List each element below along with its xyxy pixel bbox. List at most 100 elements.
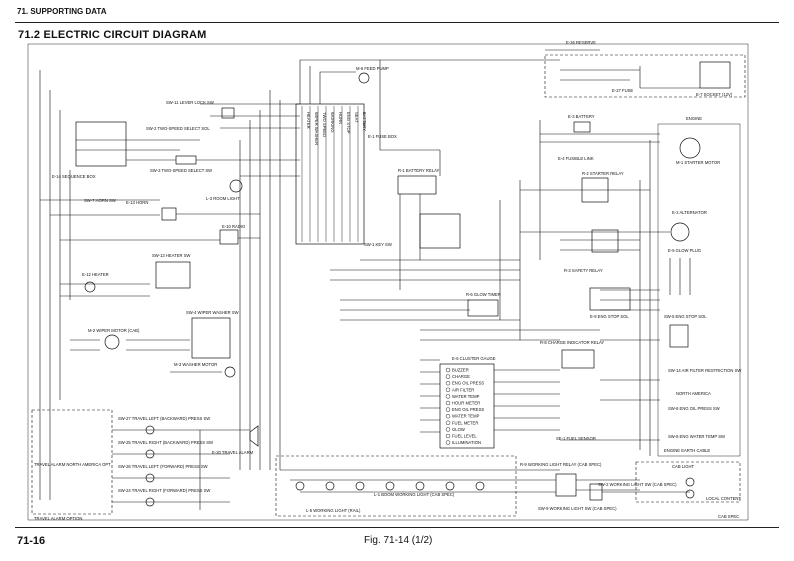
cluster-item-label: ILLUMINATION (452, 440, 481, 445)
alternator-symbol (670, 222, 690, 242)
label-travelna: TRAVEL ALARM NORTH AMERICA OPT (34, 462, 111, 467)
page-number: 71-16 (17, 535, 46, 547)
washer-motor-symbol (224, 366, 236, 378)
starter-motor-symbol (679, 137, 701, 159)
label-radio: E-10 RADIO (222, 224, 246, 229)
key-switch-box (419, 213, 461, 249)
heater-symbol (84, 281, 96, 293)
travel-wiring (112, 429, 250, 510)
fuse-label: SEAT (354, 112, 359, 123)
page-header: 71. SUPPORTING DATA (15, 0, 779, 23)
label-engstopsol: SW-5 ENG STOP SOL (664, 314, 707, 319)
battery-relay-box (397, 175, 437, 195)
cluster-item-label: HOUR METER (452, 401, 480, 406)
fuse-label: TWO SPEED (322, 112, 327, 137)
label-travelrightback: SW-25 TRAVEL RIGHT (BACKWARD) PRESS SW (118, 440, 213, 445)
label-washersw: SW-4 WIPER WASHER SW (186, 310, 239, 315)
glow-timer-box (467, 299, 499, 317)
reserve-box (544, 54, 746, 98)
label-glowtimer: R-6 GLOW TIMER (466, 292, 501, 297)
cluster-lamp (445, 440, 451, 445)
label-socket: E-7 SOCKET (12V) (696, 92, 733, 97)
section-title: 71. SUPPORTING DATA (17, 7, 107, 16)
label-fusebox: E-1 FUSE BOX (368, 134, 397, 139)
label-wipermotor: M-2 WIPER MOTOR (CAB) (88, 328, 140, 333)
label-fusible: E-4 FUSIBLE LINK (558, 156, 594, 161)
cluster-lamp (445, 420, 451, 426)
fuse-label: BATTERY (362, 112, 367, 131)
fuse-box (295, 103, 365, 245)
travel-option-box (31, 409, 113, 515)
label-battery: E-3 BATTERY (568, 114, 595, 119)
cluster-lamp (445, 407, 451, 412)
footer-rule (15, 527, 779, 528)
label-cablight: CAB LIGHT (672, 464, 695, 469)
worklight-box (275, 455, 517, 517)
label-watertemp: SW-8 ENG WATER TEMP SW (668, 434, 725, 439)
work-lamp (295, 481, 305, 491)
central-harness (299, 59, 600, 433)
cluster-item-label: BUZZER (452, 368, 469, 373)
label-starterrelay: R-2 STARTER RELAY (582, 171, 624, 176)
left-harness-verticals (239, 90, 281, 470)
label-travelopt: TRAVEL ALARM OPTION (34, 516, 82, 521)
cluster-item-label: ENG OIL PRESS (452, 381, 484, 386)
horn-symbol (161, 207, 177, 221)
cluster-item-label: AIR FILTER (452, 387, 474, 392)
label-speedpump: M-6 FEED PUMP (356, 66, 389, 71)
cluster-lamp (445, 374, 451, 379)
cluster-lamp (445, 394, 451, 399)
label-twospeed: SW-2 TWO-SPEED SELECT SOL (146, 126, 210, 131)
reserve-wires (545, 49, 700, 89)
label-keysw: SW-1 KEY SW (364, 242, 392, 247)
label-earth: ENGINE EARTH CABLE (664, 448, 710, 453)
work-lamp (445, 481, 455, 491)
cab-light-symbol (685, 477, 695, 487)
label-safetyrelay: R-3 SAFETY RELAY (564, 268, 603, 273)
cluster-lamp (445, 380, 451, 386)
travel-alarm-symbol (249, 425, 259, 447)
cab-light-box (635, 461, 741, 503)
feed-pump-symbol (358, 72, 370, 84)
cluster-item-label: GLOW (452, 427, 465, 432)
label-cabspec: CAB SPEC (718, 514, 739, 519)
fuse-label: HORN (338, 112, 343, 124)
label-workrelay: R-9 WORKING LIGHT RELAY (CAB SPEC) (520, 462, 602, 467)
fuse-label: ENG STOP (346, 112, 351, 134)
label-fuse: E-27 FUSE (612, 88, 633, 93)
cluster-item-label: WATER TEMP (452, 414, 480, 419)
diagram-frame (27, 43, 749, 521)
work-relay-box (555, 473, 577, 497)
heater-sw-box (155, 261, 191, 289)
cluster-lamp (445, 400, 451, 406)
cluster-item-label: CHARGE (452, 374, 470, 379)
label-airfilter: SW-14 AIR FILTER RESTRICTION SW (668, 368, 741, 373)
cluster-lamp (445, 367, 451, 373)
label-alternator: E-2 ALTERNATOR (672, 210, 707, 215)
label-starter: M-1 STARTER MOTOR (676, 160, 720, 165)
label-oilpress: SW-6 ENG OIL PRESS SW (668, 406, 720, 411)
fuse-label: WIPER WASHER (314, 112, 319, 145)
label-chargerelay: R-8 CHARGE INDICATOR RELAY (540, 340, 604, 345)
label-worklight2: SW-2 WORKING LIGHT SW (CAB SPEC) (598, 482, 677, 487)
label-glowplug: E-5 GLOW PLUG (668, 248, 701, 253)
radio-box (219, 229, 239, 245)
figure-caption: Fig. 71-14 (1/2) (364, 535, 433, 546)
label-localcontent: LOCAL CONTENT (706, 496, 741, 501)
cab-light-symbol-2 (685, 489, 695, 499)
label-battrelay: R-1 BATTERY RELAY (398, 168, 440, 173)
label-horn: E-13 HORN (126, 200, 148, 205)
engstop-sol-symbol (669, 324, 689, 348)
battery-symbol (573, 121, 591, 133)
glowplug-leads (669, 258, 691, 295)
label-twospeedsw: SW-3 TWO-SPEED SELECT SW (150, 168, 212, 173)
socket-box (699, 61, 731, 89)
cluster-lamp (445, 387, 451, 393)
fuse-label: HEATER (306, 112, 311, 129)
cluster-lamp (445, 433, 451, 439)
left-wiring (39, 70, 300, 500)
cluster-lamp (445, 413, 451, 419)
diagram-title: 71.2 ELECTRIC CIRCUIT DIAGRAM (18, 29, 207, 41)
